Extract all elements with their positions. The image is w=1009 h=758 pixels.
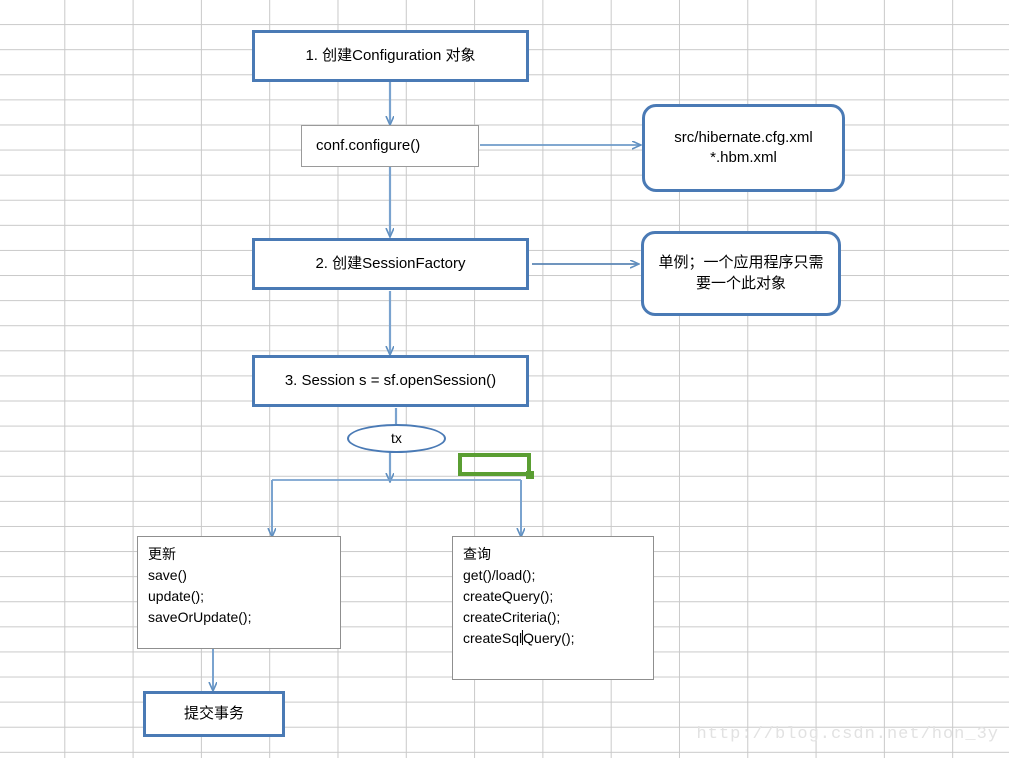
node-query-title: 查询 bbox=[463, 546, 491, 562]
callout-config-files[interactable]: src/hibernate.cfg.xml *.hbm.xml bbox=[642, 104, 845, 192]
node-query-item-create-sql-query: createSqlQuery(); bbox=[463, 628, 643, 649]
node-query-sqlquery-part1: createSql bbox=[463, 630, 523, 646]
node-open-session[interactable]: 3. Session s = sf.openSession() bbox=[252, 355, 529, 407]
text-cursor-caret bbox=[522, 630, 524, 645]
node-update-item-save-or-update: saveOrUpdate(); bbox=[148, 609, 252, 625]
node-update-operations[interactable]: 更新 save() update(); saveOrUpdate(); bbox=[137, 536, 341, 649]
node-create-sessionfactory[interactable]: 2. 创建SessionFactory bbox=[252, 238, 529, 290]
node-transaction-tx[interactable]: tx bbox=[347, 424, 446, 453]
selection-rectangle[interactable] bbox=[458, 453, 531, 476]
selection-resize-handle[interactable] bbox=[526, 471, 534, 479]
node-query-item-create-query: createQuery(); bbox=[463, 588, 554, 604]
node-conf-configure-label: conf.configure() bbox=[316, 136, 421, 154]
node-query-operations[interactable]: 查询 get()/load(); createQuery(); createCr… bbox=[452, 536, 654, 680]
node-create-configuration-label: 1. 创建Configuration 对象 bbox=[305, 46, 476, 64]
node-transaction-tx-label: tx bbox=[391, 430, 402, 447]
node-query-item-create-criteria: createCriteria(); bbox=[463, 609, 561, 625]
callout-config-files-line1: src/hibernate.cfg.xml bbox=[674, 128, 813, 146]
node-conf-configure[interactable]: conf.configure() bbox=[301, 125, 479, 167]
node-query-item-get-load: get()/load(); bbox=[463, 567, 536, 583]
node-update-item-update: update(); bbox=[148, 588, 205, 604]
node-update-title: 更新 bbox=[148, 546, 176, 562]
callout-singleton-line2: 要一个此对象 bbox=[695, 274, 786, 292]
callout-config-files-line2: *.hbm.xml bbox=[710, 149, 777, 166]
node-update-item-save: save() bbox=[148, 567, 187, 583]
node-commit-transaction-label: 提交事务 bbox=[183, 704, 244, 722]
node-query-sqlquery-part2: Query(); bbox=[523, 630, 575, 646]
node-create-configuration[interactable]: 1. 创建Configuration 对象 bbox=[252, 30, 529, 82]
watermark-url: http://blog.csdn.net/hon_3y bbox=[696, 725, 999, 744]
callout-singleton-line1: 单例；一个应用程序只需 bbox=[658, 254, 824, 272]
node-open-session-label: 3. Session s = sf.openSession() bbox=[284, 371, 497, 389]
callout-singleton[interactable]: 单例；一个应用程序只需 要一个此对象 bbox=[641, 231, 841, 316]
node-create-sessionfactory-label: 2. 创建SessionFactory bbox=[315, 254, 466, 272]
node-commit-transaction[interactable]: 提交事务 bbox=[143, 691, 285, 737]
